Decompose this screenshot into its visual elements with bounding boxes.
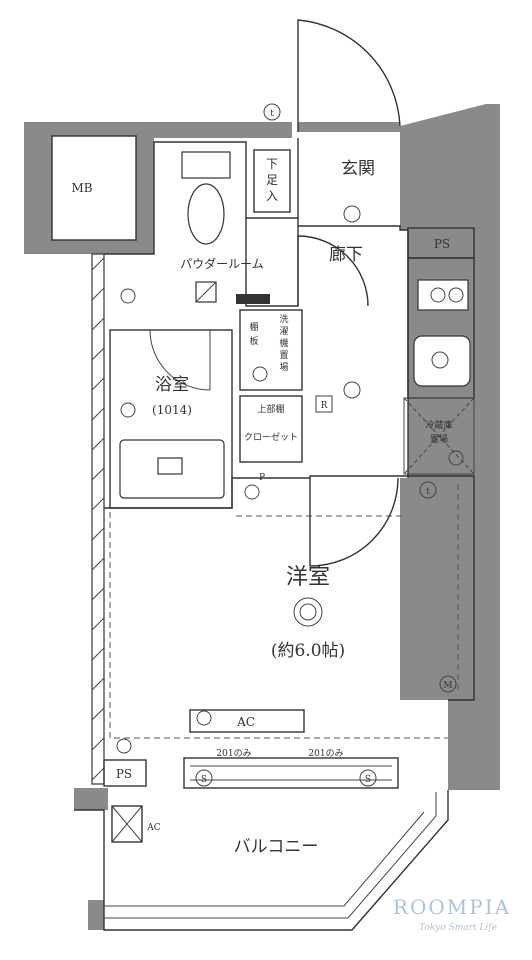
kitchen-sink xyxy=(413,335,471,387)
shelf-label-2: 板 xyxy=(249,335,258,347)
fixtures xyxy=(116,103,471,787)
ps-bottom-label: PS xyxy=(116,767,132,781)
wall-left-exterior xyxy=(91,253,105,785)
brand-tagline: Tokyo Smart Life xyxy=(419,923,497,933)
wall-left-upper xyxy=(24,122,52,254)
t-marker xyxy=(419,481,437,499)
washer-box xyxy=(239,309,303,391)
interior-lines xyxy=(51,135,475,931)
ceiling-light xyxy=(343,381,361,399)
wall-mb-bottom xyxy=(24,240,154,254)
note-201-right: 201のみ xyxy=(308,748,343,759)
wall-top-mid xyxy=(152,122,292,138)
ac-label: AC xyxy=(236,715,255,729)
wall-hatching xyxy=(91,257,105,781)
wall-right xyxy=(400,104,500,790)
powder-cabinet xyxy=(236,294,270,304)
doors xyxy=(149,19,401,567)
powder-room-label: パウダールーム xyxy=(180,256,264,271)
bath-size-label: (1014) xyxy=(152,403,192,417)
closet-box xyxy=(239,395,303,463)
mb-label: MB xyxy=(71,181,92,195)
ps-top-box xyxy=(407,227,475,259)
hallway-door xyxy=(297,235,369,307)
western-room-size: (約6.0帖) xyxy=(271,641,345,661)
t-marker xyxy=(263,103,281,121)
balcony-label: バルコニー xyxy=(234,837,319,857)
washer-label-2: 濯 xyxy=(279,326,288,337)
s-marker xyxy=(359,769,377,787)
entrance-door xyxy=(297,19,401,132)
m-marker xyxy=(439,675,457,693)
fridge-label-2: 置場 xyxy=(430,433,448,445)
stove xyxy=(417,279,469,311)
m-marker-label: M xyxy=(443,681,452,691)
ps-top-label: PS xyxy=(434,237,450,251)
p-marker-label: P xyxy=(259,473,265,483)
entrance-label: 玄関 xyxy=(341,159,375,179)
washer-label-4: 置 xyxy=(279,350,288,361)
brand-name: ROOMPIA xyxy=(393,895,511,919)
ac-unit xyxy=(189,709,305,733)
s-marker-label-left: S xyxy=(201,775,207,785)
r-marker xyxy=(315,395,333,413)
s-marker-label-right: S xyxy=(365,775,371,785)
labels: MB 玄関 下 足 入 廊下 パウダールーム PS PS 浴室 (1014) 棚… xyxy=(71,109,452,857)
closet-label: クローゼット xyxy=(244,431,298,443)
wall-balcony-post xyxy=(88,900,104,930)
shoe-box-label-2: 足 xyxy=(266,173,278,187)
wall-top-entrance xyxy=(298,122,400,132)
shoe-box xyxy=(253,149,291,213)
shoe-box-label-1: 下 xyxy=(266,157,278,171)
shelf-label-1: 棚 xyxy=(249,321,258,333)
r-marker-label: R xyxy=(321,401,328,411)
shoe-box-label-3: 入 xyxy=(266,189,278,203)
wall-balcony-left xyxy=(74,788,108,810)
mb-box xyxy=(51,135,137,241)
wall-mb-right xyxy=(136,122,154,254)
ps-bottom-box xyxy=(103,759,147,787)
bath-label: 浴室 xyxy=(155,375,189,395)
western-room-label: 洋室 xyxy=(286,565,330,590)
fridge-label-1: 冷蔵庫 xyxy=(425,419,452,431)
note-201-left: 201のみ xyxy=(216,748,251,759)
ceiling-light xyxy=(343,205,361,223)
window-frame xyxy=(183,757,399,789)
main-light xyxy=(293,597,323,627)
washer-label-3: 機 xyxy=(279,337,288,349)
toilet xyxy=(187,183,225,245)
upper-shelf-label: 上部棚 xyxy=(257,403,284,415)
t-marker-label-right: t xyxy=(426,487,430,497)
t-marker-label-top: t xyxy=(270,109,274,119)
balcony-ac-unit xyxy=(111,805,143,843)
fridge-space xyxy=(403,397,475,475)
bathtub-drain xyxy=(157,457,183,475)
toilet-tank xyxy=(181,151,231,179)
washer-label-1: 洗 xyxy=(279,313,288,325)
washer-label-5: 場 xyxy=(279,361,288,373)
s-marker xyxy=(195,769,213,787)
hallway-label: 廊下 xyxy=(329,245,363,265)
balcony-ac-label: AC xyxy=(146,823,160,833)
brand-watermark: ROOMPIA Tokyo Smart Life xyxy=(393,895,511,933)
western-door xyxy=(309,477,399,567)
wall-top-left xyxy=(24,122,152,136)
